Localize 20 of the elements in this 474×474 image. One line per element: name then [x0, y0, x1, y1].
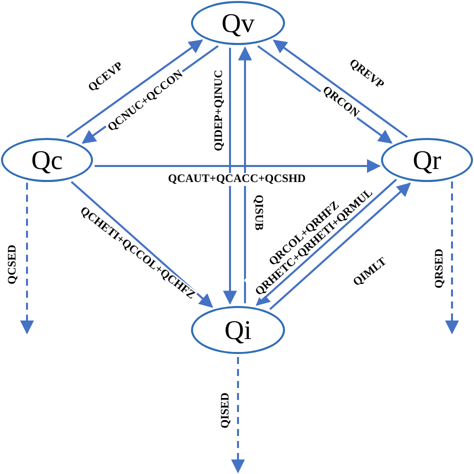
- edge-label: QIDEP+QINUC: [212, 68, 226, 152]
- dashed-arrow: [445, 182, 459, 334]
- arrow: [94, 159, 381, 173]
- edge-label: QRSED: [433, 247, 446, 289]
- node-label: Qi: [224, 314, 252, 346]
- edge-label: QISED: [219, 391, 232, 429]
- arrow: [269, 182, 411, 310]
- dashed-arrow: [231, 357, 245, 474]
- edge-label: QCSED: [6, 243, 20, 285]
- node-label: Qv: [222, 8, 254, 38]
- dashed-arrow: [20, 182, 34, 334]
- arrow: [66, 39, 204, 138]
- node-label: Qc: [31, 144, 63, 176]
- node-label: Qr: [412, 144, 442, 176]
- arrow: [70, 180, 214, 308]
- arrow: [272, 40, 408, 138]
- arrow: [223, 48, 237, 305]
- edge-label: QCAUT+QCACC+QCSHD: [167, 172, 307, 186]
- arrow: [238, 46, 252, 304]
- arrow: [256, 178, 397, 306]
